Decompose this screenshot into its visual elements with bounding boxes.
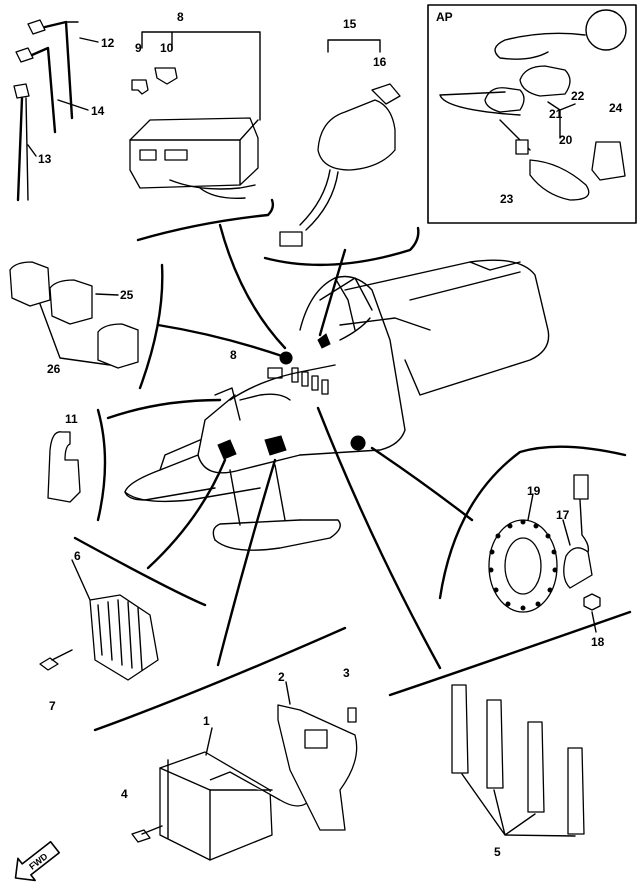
callout-16: 16 xyxy=(373,55,387,69)
spark-plug-caps xyxy=(451,684,585,837)
ignition-switch-group xyxy=(279,39,401,247)
callout-8-center: 8 xyxy=(230,348,237,362)
callout-18: 18 xyxy=(591,635,605,649)
cdi-unit-group xyxy=(131,681,358,861)
fuse-box-group xyxy=(129,31,261,199)
snowmobile-body xyxy=(124,259,550,551)
callout-8-top: 8 xyxy=(177,10,184,24)
ap-label: AP xyxy=(436,10,453,24)
ap-parts xyxy=(439,9,627,201)
callout-24: 24 xyxy=(609,101,623,115)
callout-20: 20 xyxy=(559,133,573,147)
flywheel-holes xyxy=(488,519,558,611)
bracket-clip xyxy=(47,431,81,503)
callout-1: 1 xyxy=(203,714,210,728)
callout-22: 22 xyxy=(571,89,585,103)
group-brackets xyxy=(73,198,632,732)
leader-lines xyxy=(106,223,474,670)
callout-11: 11 xyxy=(65,412,78,426)
callout-21: 21 xyxy=(549,107,563,121)
callout-13: 13 xyxy=(38,152,52,166)
callout-15: 15 xyxy=(343,17,357,31)
callout-7: 7 xyxy=(49,699,56,713)
ap-inset: AP xyxy=(427,4,637,224)
rectifier-group xyxy=(39,559,159,681)
relays-group xyxy=(9,261,139,369)
callout-25: 25 xyxy=(120,288,134,302)
callout-12: 12 xyxy=(101,36,115,50)
callout-14: 14 xyxy=(91,104,105,118)
callout-23: 23 xyxy=(500,192,514,206)
callout-4: 4 xyxy=(121,787,128,801)
fwd-arrow-icon: FWD xyxy=(14,840,61,882)
callout-17: 17 xyxy=(556,508,570,522)
callout-6: 6 xyxy=(74,549,81,563)
callout-10: 10 xyxy=(160,41,174,55)
callout-26: 26 xyxy=(47,362,61,376)
callout-3: 3 xyxy=(343,666,350,680)
callout-2: 2 xyxy=(278,670,285,684)
cable-ties-group xyxy=(13,19,99,202)
flywheel-group xyxy=(488,474,601,633)
callout-19: 19 xyxy=(527,484,541,498)
callout-9: 9 xyxy=(135,41,142,55)
callout-5: 5 xyxy=(494,845,501,859)
